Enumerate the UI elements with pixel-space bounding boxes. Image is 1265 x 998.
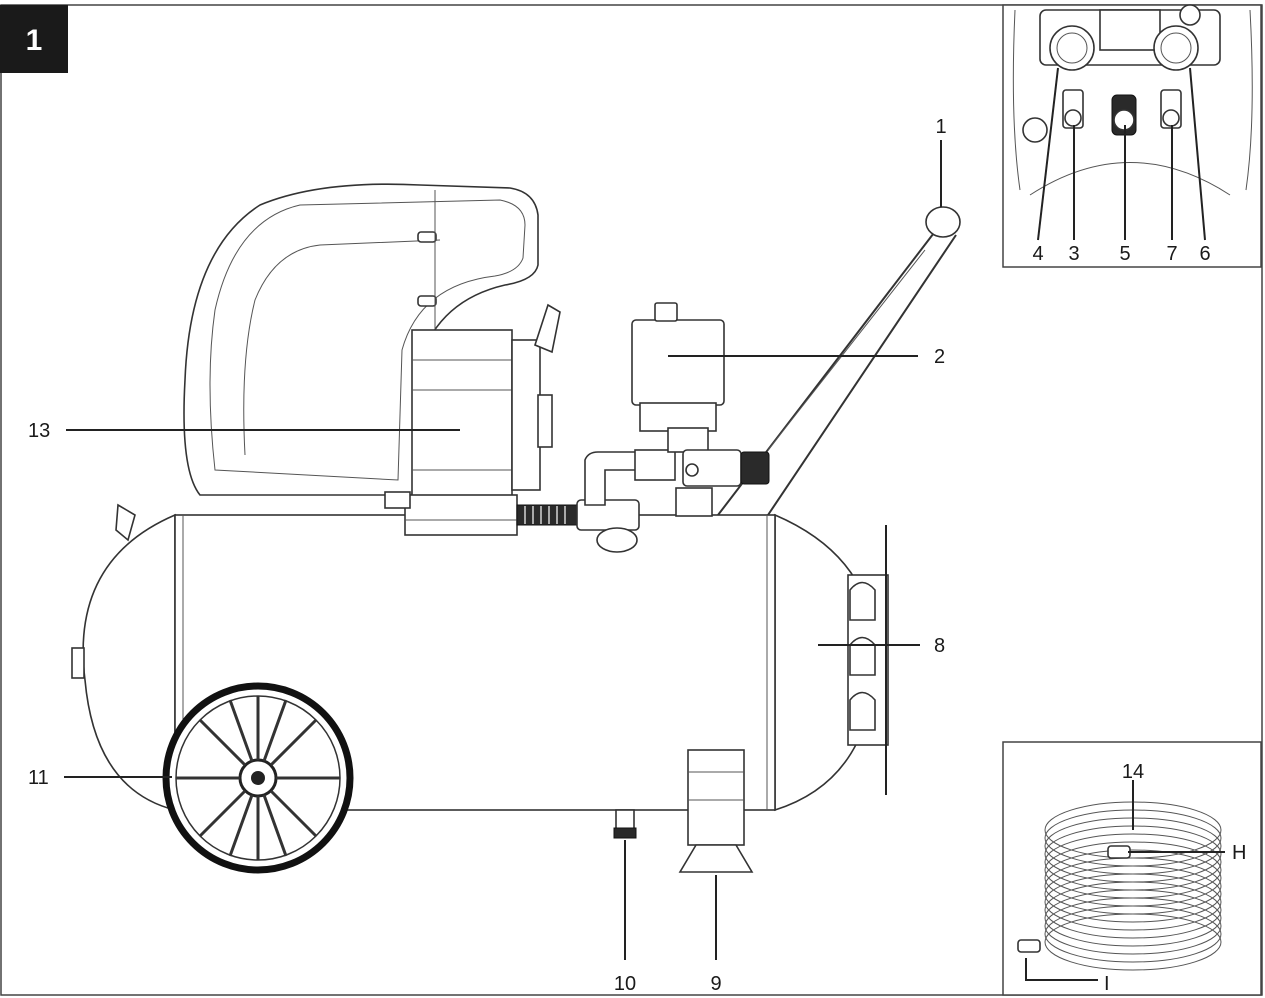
callout-label-2: 2: [934, 346, 945, 368]
motor-pump: [384, 303, 561, 536]
callout-label-7: 7: [1166, 243, 1177, 265]
quick-coupler-icon: [1107, 845, 1131, 859]
rubber-foot: [678, 749, 754, 873]
tank-end-cap-left: [82, 513, 176, 812]
tank-top-fitting: [115, 503, 136, 542]
callout-label-1: 1: [935, 116, 946, 138]
callout-label-4: 4: [1032, 243, 1043, 265]
hose-plug-icon: [1017, 939, 1041, 953]
drain-valve: [613, 809, 637, 839]
callout-label-H: H: [1232, 842, 1246, 864]
callout-label-14: 14: [1122, 761, 1144, 783]
wheel: [162, 682, 354, 874]
callout-label-6: 6: [1199, 243, 1210, 265]
inset-control-panel: 4 3 5 7 6: [1002, 4, 1262, 268]
callout-label-8: 8: [934, 635, 945, 657]
callout-label-9: 9: [710, 973, 721, 995]
pressure-switch: [631, 302, 770, 487]
callout-label-10: 10: [614, 973, 636, 995]
callout-label-11: 11: [28, 767, 49, 789]
callout-label-13: 13: [28, 420, 50, 442]
callout-label-3: 3: [1068, 243, 1079, 265]
callout-label-I: I: [1104, 973, 1110, 995]
motor-shroud: [183, 183, 539, 496]
figure-number: 1: [26, 24, 43, 57]
figure-number-badge: 1: [0, 5, 68, 73]
figure-frame: [0, 4, 1263, 996]
outlet-piping: [516, 449, 713, 553]
coiled-hose-icon: [1044, 801, 1222, 971]
tank-side-port: [71, 647, 85, 679]
compressor-illustration: 1 2 13 8 11 10 9: [28, 116, 961, 995]
inset-air-hose: 14 H I: [1002, 741, 1262, 996]
callout-label-5: 5: [1119, 243, 1130, 265]
